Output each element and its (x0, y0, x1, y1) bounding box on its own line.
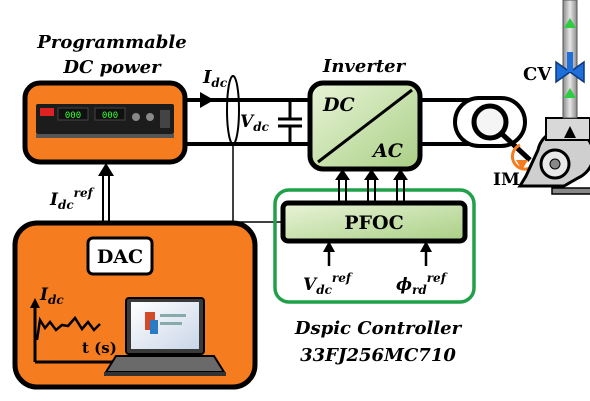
dc-link-capacitor (278, 100, 302, 144)
control-valve: CV (523, 52, 585, 85)
motor-wires (420, 98, 470, 146)
controller-title-line1: Dspic Controller (294, 318, 463, 339)
phi-ref-label: ϕrdref (396, 271, 448, 297)
pfoc-label: PFOC (344, 212, 403, 234)
pump (517, 117, 590, 195)
motor-label: IM (493, 170, 520, 190)
vdc-label: Vdc (240, 112, 270, 134)
plot-x-label: t (s) (82, 339, 117, 357)
gate-signals (338, 179, 405, 203)
dac-block: DAC Idc t (s) (12, 220, 258, 390)
power-supply-device-image: 000 000 (36, 104, 174, 138)
current-arrow (200, 92, 214, 108)
valve-label: CV (523, 64, 552, 85)
svg-text:Idc: Idc (39, 285, 64, 307)
dac-current-plot: Idc t (s) (30, 285, 117, 364)
inverter-ac-label: AC (371, 140, 403, 162)
svg-text:000: 000 (102, 111, 118, 121)
laptop-icon (104, 297, 226, 376)
svg-text:Idc: Idc (202, 67, 228, 90)
dc-power-supply: Programmable DC power 000 000 (22, 32, 188, 165)
inverter-title: Inverter (322, 56, 407, 77)
svg-text:Vdc: Vdc (240, 112, 270, 134)
dac-label: DAC (97, 246, 143, 268)
svg-text:Idcref: Idcref (49, 186, 95, 212)
dspic-controller: PFOC Vdcref ϕrdref Dspic Controller 33FJ… (273, 169, 476, 366)
idc-label: Idc (202, 67, 228, 90)
dc-power-title-line1: Programmable (36, 32, 186, 53)
induction-motor: IM (453, 96, 532, 190)
dc-power-title-line2: DC power (62, 57, 162, 78)
svg-text:000: 000 (65, 111, 81, 121)
inverter-dc-label: DC (322, 94, 355, 116)
controller-title-line2: 33FJ256MC710 (300, 345, 456, 366)
current-sensor (226, 75, 240, 145)
vdc-ref-label: Vdcref (303, 271, 353, 297)
idc-ref-signal: Idcref (49, 163, 114, 221)
inverter: Inverter DC AC (307, 56, 423, 172)
